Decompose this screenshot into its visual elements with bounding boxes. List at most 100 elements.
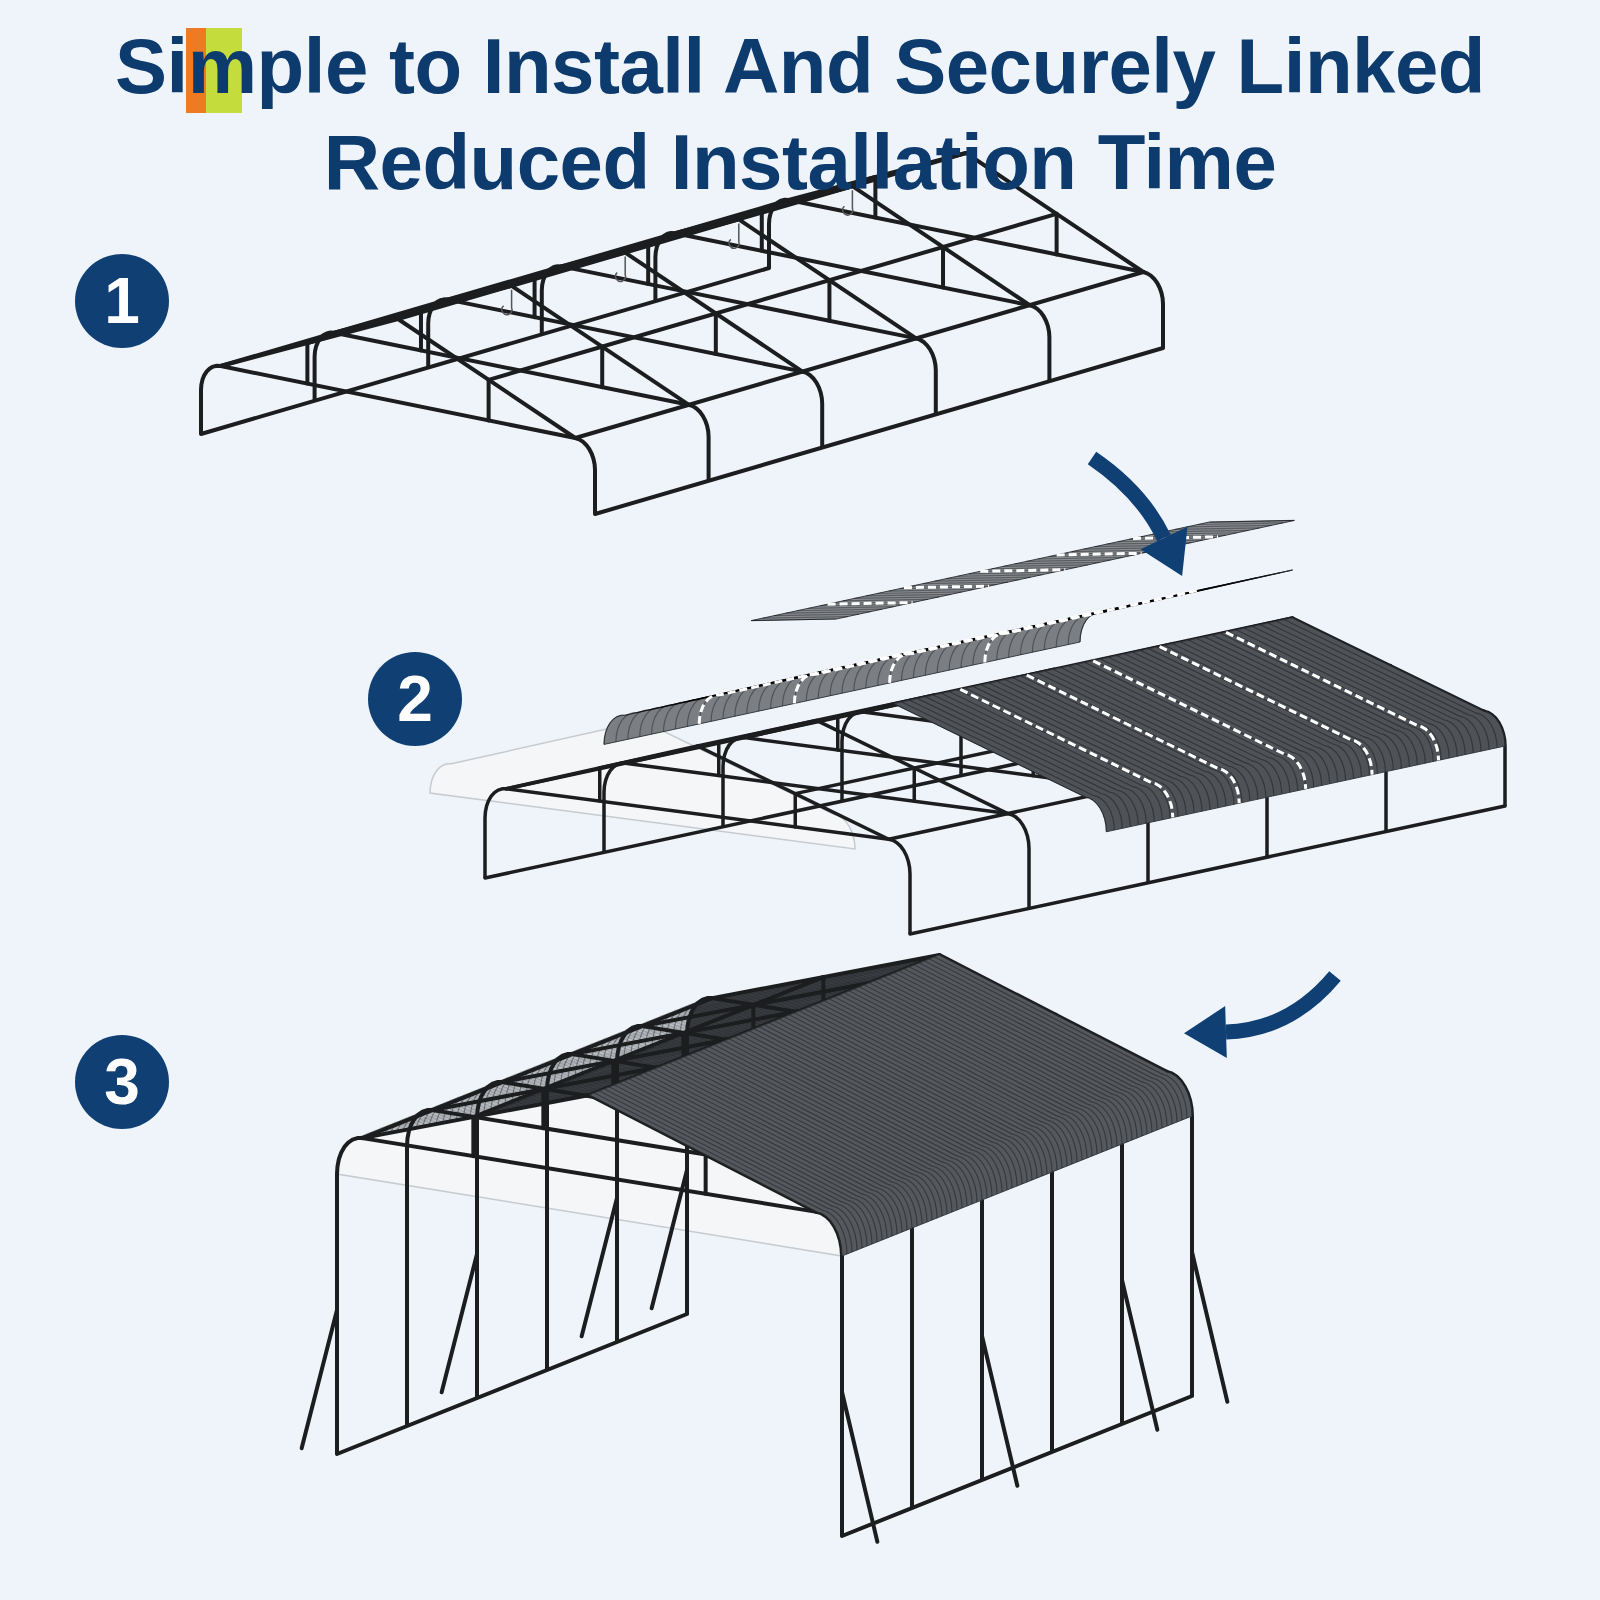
strut (913, 768, 917, 801)
roof-rib (910, 700, 1123, 828)
roof-rib (889, 589, 974, 591)
roof-rib (992, 567, 1077, 569)
roof-rib (1261, 625, 1474, 753)
roof-rib (958, 690, 1171, 818)
purlin (842, 1396, 1192, 1536)
arch-frame (201, 319, 595, 514)
roof-rib (1037, 673, 1250, 801)
roof-rib (1026, 560, 1111, 562)
title: Simple to Install And Securely Linked Re… (50, 18, 1550, 210)
brace (1192, 1252, 1227, 1402)
arch-frame (315, 286, 709, 481)
strut (541, 1089, 545, 1128)
panel-illustration (430, 520, 1505, 934)
carport-illustration (302, 955, 1228, 1542)
brace (652, 1170, 687, 1308)
purlin (595, 348, 1163, 514)
purlin (337, 1314, 687, 1454)
roof-rib (974, 687, 1186, 815)
strut (487, 380, 491, 421)
roof-rib (1133, 652, 1346, 780)
strut (598, 768, 602, 801)
roof-rib (1253, 627, 1466, 755)
roof-rib (774, 614, 859, 616)
frame-illustration (201, 153, 1163, 514)
roof-rib (843, 599, 928, 601)
roof-rib (1186, 525, 1271, 527)
step-number-circle: 2 (368, 652, 462, 746)
roof-rib (1237, 630, 1450, 758)
step-number: 1 (104, 269, 140, 333)
roof-rib (797, 609, 882, 611)
roof-rib (902, 702, 1115, 830)
purlin (575, 272, 1143, 438)
roof-rib (1038, 557, 1123, 559)
strut (794, 794, 798, 827)
brace (442, 1254, 477, 1392)
roof-rib (935, 580, 1020, 582)
roof-rib (950, 692, 1163, 820)
roof-rib (1101, 659, 1314, 787)
step-number: 3 (104, 1050, 140, 1114)
strut (533, 277, 537, 318)
panel-seam (1093, 661, 1306, 789)
brace (582, 1198, 617, 1336)
hook (502, 290, 512, 315)
roof-rib (925, 961, 1178, 1122)
purlin (910, 806, 1505, 934)
cross-tie (334, 333, 689, 405)
roof-rib (997, 681, 1210, 809)
roof-rib (1189, 640, 1402, 768)
roof-rib (809, 607, 894, 609)
strut (941, 247, 945, 288)
roof-rib (900, 971, 1153, 1132)
roof-rib (1198, 523, 1283, 525)
panel-seam (828, 603, 913, 605)
strut (471, 1117, 475, 1156)
roof-rib (664, 660, 877, 732)
roof-panel (894, 618, 1505, 832)
roof-rib (1197, 639, 1410, 767)
roof-rib (1205, 637, 1418, 765)
roof-rib (918, 699, 1131, 827)
roof-rib (1005, 680, 1218, 808)
roof-rib (915, 965, 1168, 1126)
hook (616, 257, 626, 282)
strut (305, 343, 309, 384)
roof-rib (946, 577, 1031, 579)
roof-rib (866, 594, 951, 596)
cross-tie (506, 789, 889, 839)
step-number-circle: 3 (75, 1035, 169, 1129)
roof-rib (1141, 651, 1354, 779)
roof-rib (957, 575, 1042, 577)
roof-rib (990, 683, 1203, 811)
panel-seam (1160, 647, 1373, 775)
flow-arrow (1226, 976, 1335, 1032)
roof-rib (942, 693, 1155, 821)
roof-panel (751, 520, 1294, 620)
roof-rib (1149, 649, 1362, 777)
hook (729, 223, 739, 248)
brace (842, 1392, 877, 1542)
roof-rib (763, 617, 848, 619)
roof-rib (640, 665, 853, 737)
strut (704, 1155, 708, 1194)
roof-rib (687, 654, 900, 726)
roof-rib (1003, 565, 1088, 567)
roof-rib (1175, 528, 1260, 530)
roof-rib (1213, 635, 1426, 763)
roof-rib (616, 670, 829, 742)
roof-rib (711, 649, 924, 721)
roof-rib (1069, 666, 1282, 794)
roof-rib (894, 704, 1107, 832)
roof-rib (935, 957, 1188, 1118)
roof-rib (1285, 620, 1498, 748)
roof-rib (930, 959, 1183, 1120)
roof-rib (628, 667, 841, 739)
roof-rib (934, 695, 1146, 823)
roof-rib (1013, 678, 1225, 806)
roof-rib (1021, 676, 1233, 804)
roof-rib (1221, 633, 1434, 761)
roof-rib (1053, 669, 1266, 797)
